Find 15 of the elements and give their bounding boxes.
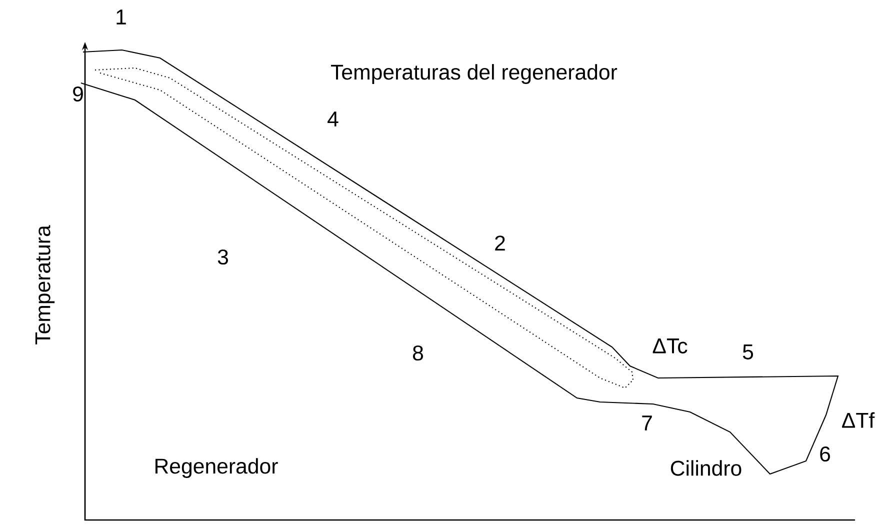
region-label: Regenerador: [156, 458, 278, 478]
point-number: 4: [328, 112, 338, 126]
point-number: 2: [495, 236, 505, 250]
point-number: 3: [218, 249, 228, 265]
point-number: 8: [413, 345, 423, 361]
point-number: 5: [742, 344, 754, 360]
point-number: 9: [73, 86, 83, 102]
point-number: 1: [116, 10, 126, 24]
axis-label: Temperatura: [35, 225, 55, 344]
curve-title: Temperaturas del regenerador: [331, 64, 618, 84]
point-number: 6: [820, 446, 830, 462]
point-number: 7: [642, 416, 652, 430]
difference-label: ΔTf: [842, 412, 875, 428]
region-label: Cilindro: [670, 460, 742, 476]
difference-label: ΔTc: [652, 338, 688, 354]
